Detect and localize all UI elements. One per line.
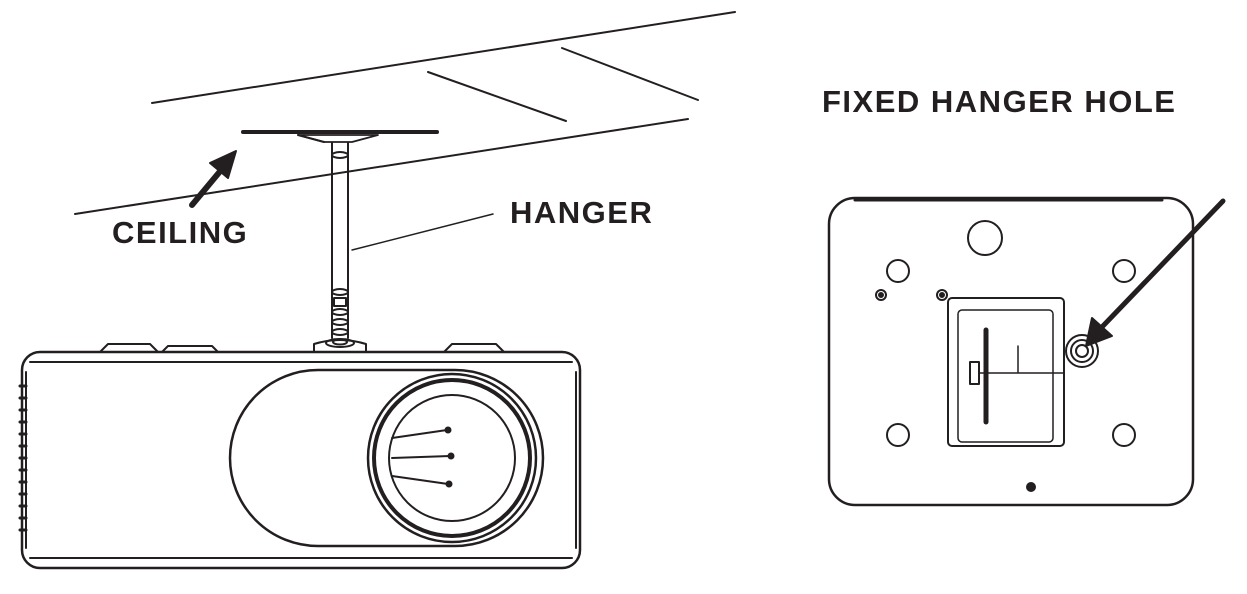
ceiling-label: CEILING xyxy=(112,215,249,250)
hanger-leader-line xyxy=(351,213,494,251)
hanger-label: HANGER xyxy=(510,195,654,230)
fixed-hanger-hole-arrow xyxy=(1085,198,1226,347)
fixed-hanger-hole xyxy=(1065,334,1099,368)
ceiling-plane xyxy=(74,11,736,215)
ceiling-arrow xyxy=(189,150,237,208)
fixed-hanger-hole-label: FIXED HANGER HOLE xyxy=(822,84,1177,119)
projector-side-view xyxy=(18,338,582,570)
hanger-rod xyxy=(297,134,379,339)
projector-lens xyxy=(366,372,538,544)
projector-bottom-view xyxy=(827,196,1195,507)
projector-vents xyxy=(18,384,28,532)
